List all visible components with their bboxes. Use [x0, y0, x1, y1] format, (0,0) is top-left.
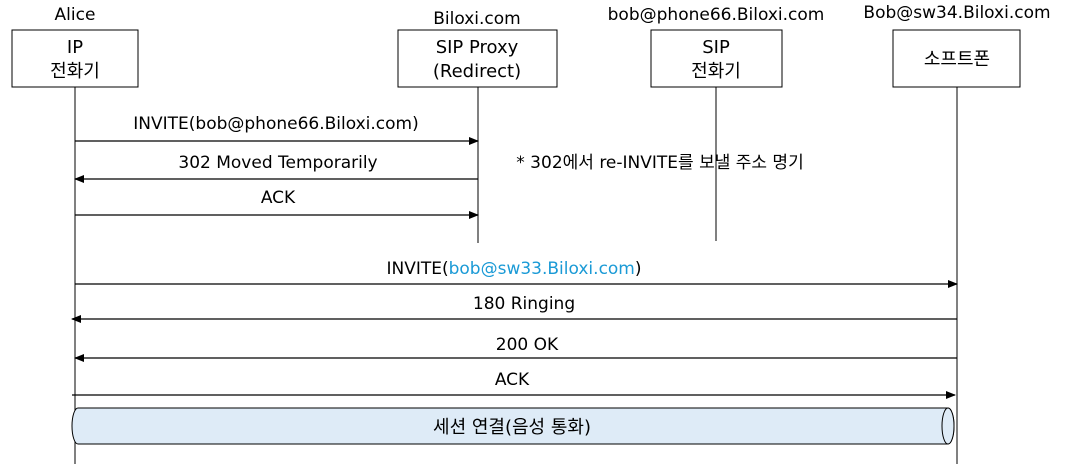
- message-label-invite1: INVITE(bob@phone66.Biloxi.com): [133, 114, 418, 134]
- participant-box-line1-proxy: SIP Proxy: [436, 37, 519, 58]
- participant-box-softphone: [892, 29, 1021, 88]
- participant-top-label-proxy: Biloxi.com: [433, 9, 520, 29]
- message-label-invite2-prefix: INVITE(: [386, 259, 448, 279]
- message-label-ringing: 180 Ringing: [473, 294, 575, 314]
- note-text: * 302에서 re-INVITE를 보낼 주소 명기: [516, 153, 803, 173]
- participant-box-line1-softphone: 소프트폰: [924, 49, 990, 70]
- session-pipe: 세션 연결(음성 통화): [71, 407, 955, 445]
- session-label: 세션 연결(음성 통화): [433, 417, 591, 438]
- participant-top-label-softphone: Bob@sw34.Biloxi.com: [863, 3, 1050, 23]
- participant-top-label-phone66: bob@phone66.Biloxi.com: [608, 5, 825, 25]
- participant-box-line2-alice: 전화기: [50, 61, 100, 82]
- message-label-moved: 302 Moved Temporarily: [178, 153, 377, 173]
- participant-box-alice: [11, 29, 139, 88]
- participant-box-line2-proxy: (Redirect): [433, 61, 521, 82]
- message-label-ack2: ACK: [495, 370, 530, 390]
- message-label-ack1: ACK: [261, 188, 296, 208]
- participant-box-line1-alice: IP: [67, 37, 83, 58]
- participant-box-line1-phone66: SIP: [702, 37, 730, 58]
- message-label-invite2: INVITE(bob@sw33.Biloxi.com): [386, 259, 641, 279]
- message-label-invite2-suffix: ): [635, 259, 642, 279]
- participant-box-proxy: [397, 29, 558, 88]
- message-label-invite2-link: bob@sw33.Biloxi.com: [449, 259, 635, 279]
- participant-top-label-alice: Alice: [55, 5, 96, 25]
- session-pipe-end: [941, 407, 955, 445]
- participant-box-line2-phone66: 전화기: [691, 61, 741, 82]
- message-label-ok: 200 OK: [496, 335, 559, 355]
- participant-box-phone66: [650, 29, 783, 88]
